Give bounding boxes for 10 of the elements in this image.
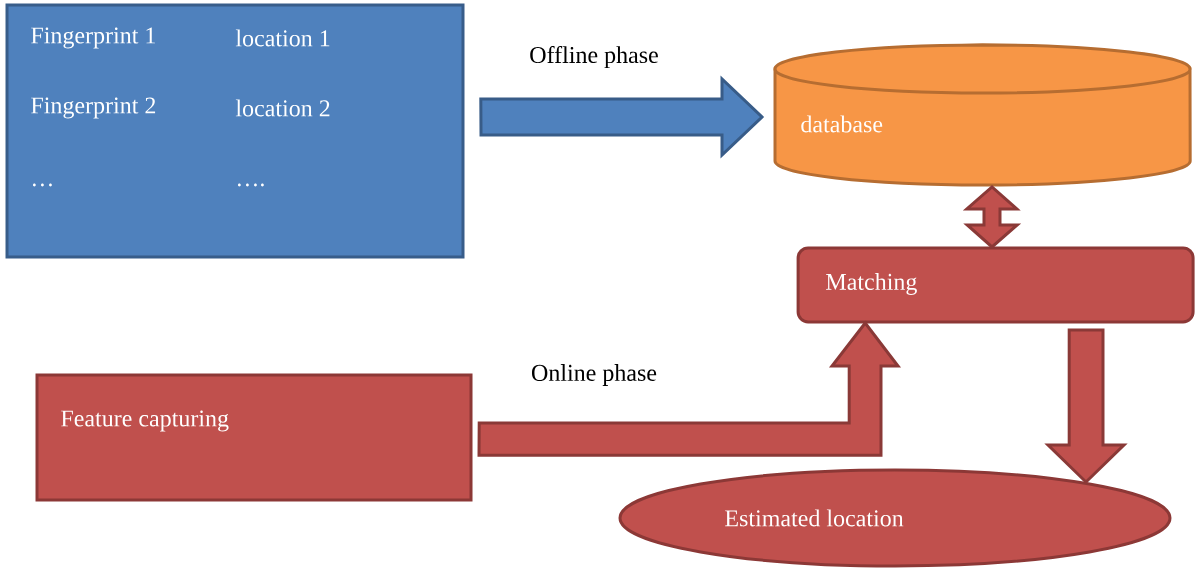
table-box: Fingerprint 1 location 1 Fingerprint 2 location 2 … …. [5, 3, 465, 259]
database-cylinder: database [773, 43, 1192, 187]
block-arrow [1044, 328, 1128, 485]
edge-label: Online phase [529, 362, 659, 388]
block-arrow [962, 185, 1022, 249]
block-arrow [479, 75, 765, 159]
block-arrow [477, 320, 902, 457]
process-box: Feature capturing [35, 373, 473, 502]
process-box: Matching [796, 246, 1195, 324]
edge-label: Offline phase [527, 44, 661, 70]
